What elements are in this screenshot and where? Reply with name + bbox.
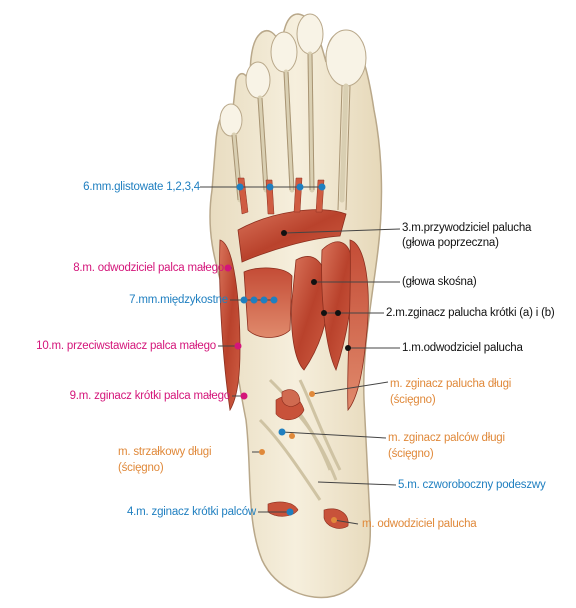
label-oblique-head: (głowa skośna) bbox=[402, 276, 477, 289]
label-peroneus-longus: m. strzałkowy długi bbox=[118, 446, 211, 459]
label-flexor-digiti-minimi-brevis: 9.m. zginacz krótki palca małego bbox=[70, 390, 230, 403]
label-fdl-tendon-sub: (ścięgno) bbox=[388, 448, 434, 461]
dot-abductor-hallucis-origin bbox=[331, 517, 337, 523]
label-abductor-hallucis-origin: m. odwodziciel palucha bbox=[362, 518, 477, 531]
dot-fdm-brevis bbox=[241, 393, 248, 400]
label-abductor-digiti-minimi: 8.m. odwodziciel palca małego bbox=[73, 262, 224, 275]
dot-lumbrical-3 bbox=[297, 184, 304, 191]
dot-interossei-2 bbox=[251, 297, 258, 304]
dot-interossei-3 bbox=[261, 297, 268, 304]
dot-lumbrical-4 bbox=[319, 184, 326, 191]
label-lumbricals: 6.mm.glistowate 1,2,3,4 bbox=[83, 181, 200, 194]
label-abductor-hallucis: 1.m.odwodziciel palucha bbox=[402, 342, 523, 355]
dot-abductor-hallucis bbox=[345, 345, 351, 351]
label-fhl-tendon: m. zginacz palucha długi bbox=[390, 378, 511, 391]
dot-opponens bbox=[235, 343, 242, 350]
label-peroneus-longus-sub: (ścięgno) bbox=[118, 462, 164, 475]
label-flexor-digitorum-brevis: 4.m. zginacz krótki palców bbox=[127, 506, 256, 519]
abductor-hallucis bbox=[348, 240, 369, 410]
dot-abductor-digiti-minimi bbox=[225, 265, 232, 272]
dot-interossei-4 bbox=[271, 297, 278, 304]
dot-fdb bbox=[287, 509, 294, 516]
label-interossei: 7.mm.międzykostne bbox=[129, 294, 228, 307]
dot-peroneus-tendon bbox=[259, 449, 265, 455]
dot-adductor-oblique bbox=[311, 279, 317, 285]
label-flexor-hallucis-brevis: 2.m.zginacz palucha krótki (a) i (b) bbox=[386, 307, 555, 320]
dot-fhb-b bbox=[335, 310, 341, 316]
label-adductor-transverse: 3.m.przywodziciel palucha bbox=[402, 222, 531, 235]
dot-fdl-tendon bbox=[289, 433, 295, 439]
label-opponens-digiti-minimi: 10.m. przeciwstawiacz palca małego bbox=[36, 340, 216, 353]
label-quadratus-plantae: 5.m. czworoboczny podeszwy bbox=[398, 479, 546, 492]
interossei-muscles bbox=[244, 268, 292, 338]
label-adductor-transverse-head: (głowa poprzeczna) bbox=[402, 237, 499, 250]
label-fhl-tendon-sub: (ścięgno) bbox=[390, 394, 436, 407]
dot-fhb-a bbox=[321, 310, 327, 316]
label-fdl-tendon: m. zginacz palców długi bbox=[388, 432, 505, 445]
dot-fdl-tendon-blue bbox=[279, 429, 286, 436]
dot-lumbrical-1 bbox=[237, 184, 244, 191]
dot-adductor-transverse bbox=[281, 230, 287, 236]
dot-lumbrical-2 bbox=[267, 184, 274, 191]
dot-interossei-1 bbox=[241, 297, 248, 304]
dot-fhl-tendon bbox=[309, 391, 315, 397]
